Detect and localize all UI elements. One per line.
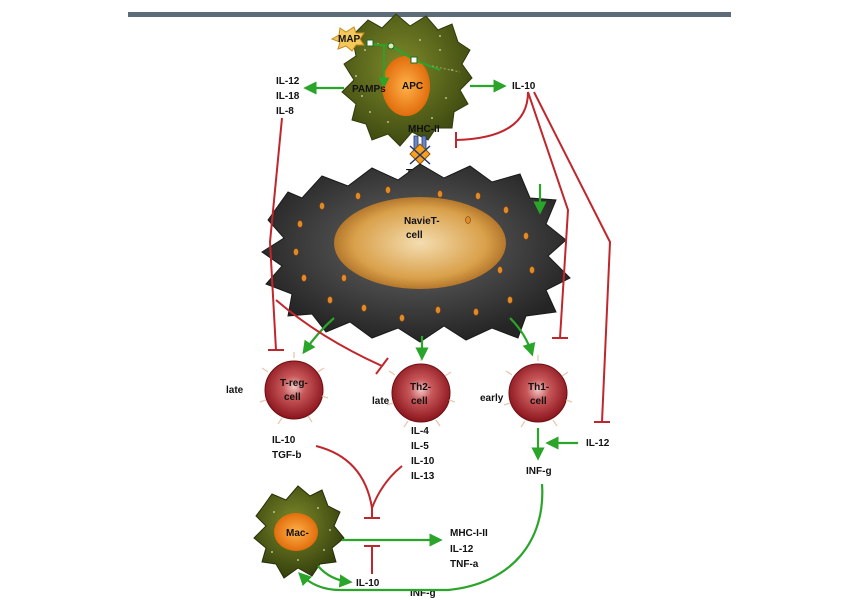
treg-label-2: cell	[284, 392, 301, 403]
pamp-signal-path	[369, 43, 441, 71]
inhibit-il12-to-treg	[268, 117, 283, 351]
inhibit-th2-to-mac	[371, 465, 403, 509]
mhc2-label: MHC-II	[408, 124, 440, 135]
arrow-naive-to-th1	[509, 317, 536, 357]
th1-label-2: cell	[530, 396, 547, 407]
th1-cell: Th1- cell	[503, 355, 573, 428]
inhibit-il8-to-th2	[275, 299, 383, 367]
treg-cell: T-reg- cell	[259, 352, 329, 425]
naive-t-cell-nucleus	[334, 197, 506, 289]
th2-label-2: cell	[411, 396, 428, 407]
th2-cell: Th2- cell	[386, 355, 456, 428]
mac-output-2: IL-12	[450, 544, 474, 555]
header-bar	[128, 12, 731, 17]
mac-il10-label: IL-10	[356, 578, 380, 589]
inhibit-il10-to-mhc	[455, 91, 529, 141]
treg-output-2: TGF-b	[272, 450, 301, 461]
apc-left-output-1: IL-12	[276, 76, 300, 87]
treg-label-1: T-reg-	[280, 378, 308, 389]
apc-left-output-3: IL-8	[276, 106, 294, 117]
th2-label-1: Th2-	[410, 382, 431, 393]
macrophage-nucleus	[274, 513, 318, 551]
mac-output-1: MHC-I-II	[450, 528, 488, 539]
apc-cell: MAP PAMPs APC MHC-II	[330, 13, 473, 147]
naive-t-cell-label-2: cell	[406, 230, 423, 241]
treg-output-1: IL-10	[272, 435, 296, 446]
th2-output-3: IL-10	[411, 456, 435, 467]
apc-label: APC	[402, 81, 423, 92]
pamps-label: PAMPs	[352, 84, 386, 95]
apc-left-output-2: IL-18	[276, 91, 300, 102]
inhibit-il10-to-il12	[533, 91, 612, 423]
inhibit-il10-to-th1	[527, 91, 570, 339]
th1-infg-output-label: INF-g	[526, 466, 552, 477]
map-star-badge	[330, 26, 365, 52]
map-label: MAP	[338, 34, 361, 45]
th2-output-2: IL-5	[411, 441, 429, 452]
naive-t-cell-label-1: NavieT-	[404, 216, 440, 227]
th2-output-4: IL-13	[411, 471, 435, 482]
arrow-mac-il10-loop	[317, 565, 353, 588]
mhc-tcr-synapse	[409, 135, 431, 165]
th1-il12-input-label: IL-12	[586, 438, 610, 449]
th2-output-1: IL-4	[411, 426, 429, 437]
activation-arrows	[298, 79, 578, 592]
th1-timing-label: early	[480, 393, 504, 404]
th2-timing-label: late	[372, 396, 390, 407]
inhibit-treg-to-mac	[315, 445, 373, 509]
naive-t-cell: NavieT- cell	[261, 163, 571, 343]
mac-infg-label: INF-g	[410, 588, 436, 599]
th1-label-1: Th1-	[528, 382, 549, 393]
macrophage-label: Mac-	[286, 528, 309, 539]
arrow-naive-to-treg	[302, 317, 335, 355]
arrow-infg-loop-to-mac	[298, 483, 544, 592]
mac-output-3: TNF-a	[450, 559, 479, 570]
macrophage-cell: Mac-	[253, 485, 345, 579]
apc-nucleus	[382, 56, 430, 116]
treg-timing-label: late	[226, 385, 244, 396]
inhibition-lines	[268, 91, 612, 574]
apc-right-output: IL-10	[512, 81, 536, 92]
